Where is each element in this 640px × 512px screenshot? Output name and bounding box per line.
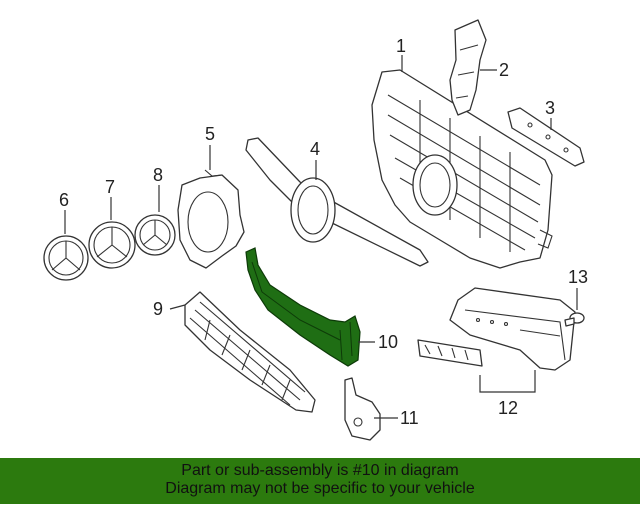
leader-lines [64,55,578,419]
bracket-part [449,19,487,116]
grille-bar-part [245,137,429,267]
emblem-6-part [43,235,89,281]
reinforcement-highlight [245,247,361,367]
callout-3: 3 [545,98,555,118]
info-banner: Part or sub-assembly is #10 in diagram D… [0,458,640,504]
banner-line-2: Diagram may not be specific to your vehi… [165,480,475,497]
grille-main-part [371,69,553,269]
callout-2: 2 [499,60,509,80]
screw-part-13 [564,312,585,327]
reinforcement-part-10 [245,247,361,367]
badge-cover-part [449,287,576,371]
emblem-8-part [134,214,176,256]
callout-8: 8 [153,165,163,185]
emblem-7-part [88,221,136,269]
callout-12: 12 [498,398,518,418]
callout-9: 9 [153,299,163,319]
amg-badge-part [417,339,483,367]
callout-10: 10 [378,332,398,352]
parts-diagram: 1 2 3 4 5 6 7 8 9 10 11 12 13 [43,19,588,441]
callout-13: 13 [568,267,588,287]
callout-4: 4 [310,139,320,159]
callout-6: 6 [59,190,69,210]
small-bracket-part [344,377,381,441]
strip-bracket-part [507,107,585,167]
callout-1: 1 [396,36,406,56]
banner-line-1: Part or sub-assembly is #10 in diagram [181,462,459,479]
callout-11: 11 [400,408,419,428]
callout-5: 5 [205,124,215,144]
lower-mesh-grille-part [184,291,316,413]
emblem-mount-part [177,169,245,269]
callout-7: 7 [105,177,115,197]
